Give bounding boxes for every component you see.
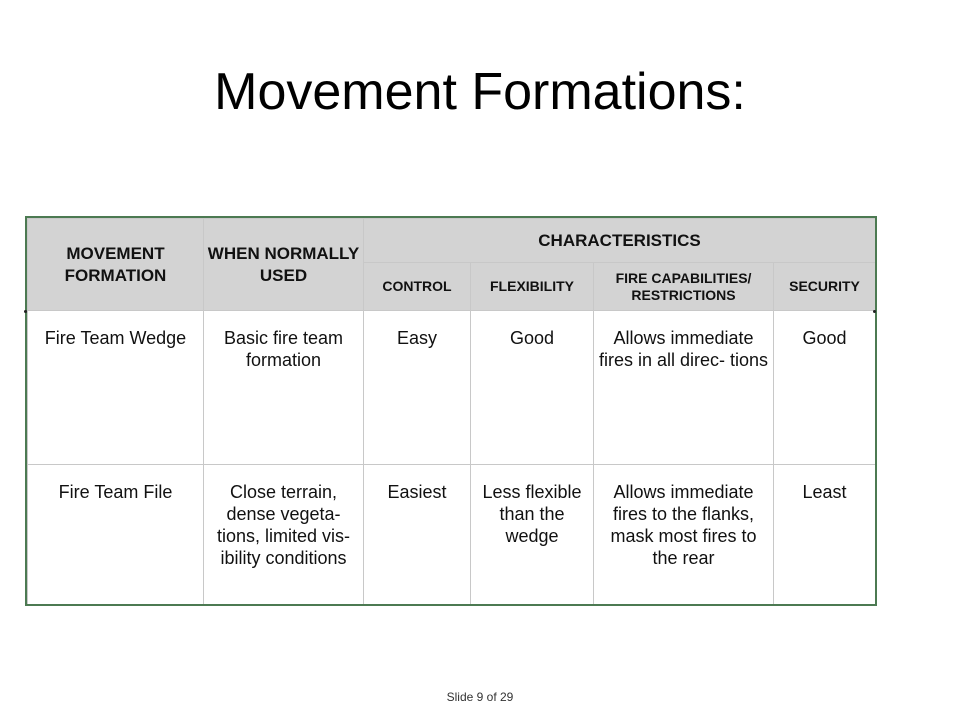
header-flexibility: FLEXIBILITY: [470, 262, 594, 311]
cell-formation: Fire Team File: [27, 464, 204, 604]
cell-when-used: Close terrain, dense vegeta- tions, limi…: [203, 464, 364, 604]
slide-title: Movement Formations:: [214, 63, 746, 121]
header-fire-capabilities: FIRE CAPABILITIES/ RESTRICTIONS: [593, 262, 774, 311]
border-dot-right: [873, 310, 876, 313]
table-row: Fire Team Wedge Basic fire team formatio…: [27, 310, 875, 465]
cell-flexibility: Good: [470, 310, 594, 465]
table-row: Fire Team File Close terrain, dense vege…: [27, 464, 875, 604]
cell-formation: Fire Team Wedge: [27, 310, 204, 465]
slide-number: Slide 9 of 29: [446, 690, 514, 704]
cell-security: Least: [772, 464, 875, 604]
cell-control: Easy: [363, 310, 471, 465]
header-security: SECURITY: [772, 262, 875, 311]
cell-fire: Allows immediate fires to the flanks, ma…: [593, 464, 774, 604]
cell-control: Easiest: [363, 464, 471, 604]
cell-security: Good: [772, 310, 875, 465]
header-when-normally-used: WHEN NORMALLY USED: [203, 218, 364, 311]
cell-flexibility: Less flexible than the wedge: [470, 464, 594, 604]
header-control: CONTROL: [363, 262, 471, 311]
cell-when-used: Basic fire team formation: [203, 310, 364, 465]
border-dot-left: [24, 310, 27, 313]
header-characteristics: CHARACTERISTICS: [362, 218, 875, 263]
header-movement-formation: MOVEMENT FORMATION: [27, 218, 204, 311]
cell-fire: Allows immediate fires in all direc- tio…: [593, 310, 774, 465]
formations-table: MOVEMENT FORMATION WHEN NORMALLY USED CH…: [25, 216, 877, 606]
